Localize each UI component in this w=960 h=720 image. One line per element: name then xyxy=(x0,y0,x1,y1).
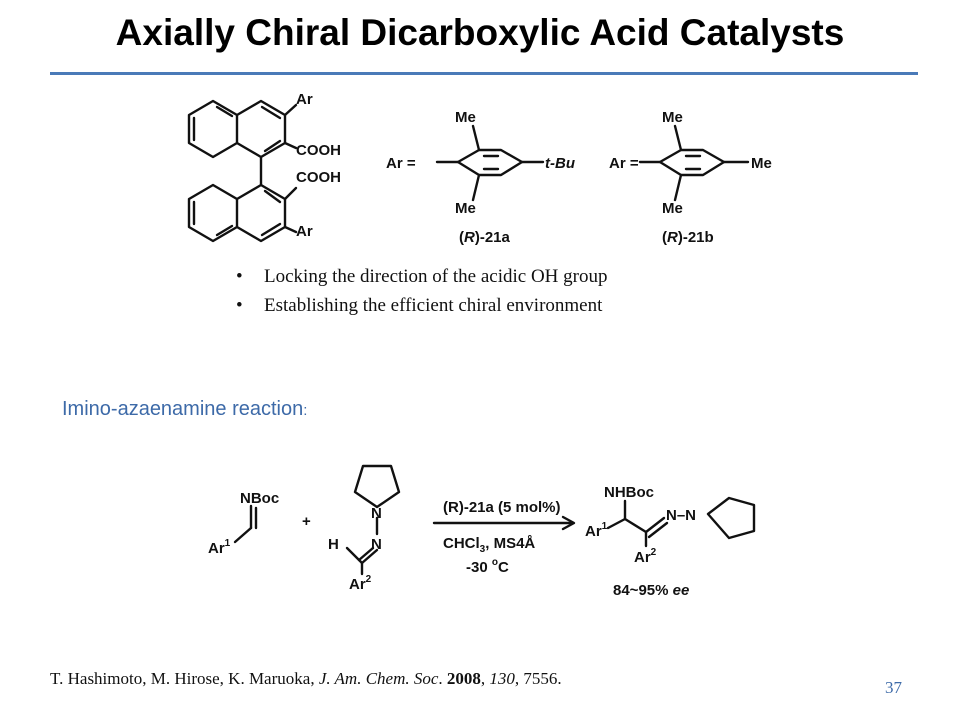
bullet-marker: • xyxy=(236,295,243,316)
product-nhboc: NHBoc xyxy=(604,484,654,501)
reaction-heading: Imino-azaenamine reaction: xyxy=(62,398,308,420)
page-number: 37 xyxy=(885,678,902,697)
citation: T. Hashimoto, M. Hirose, K. Maruoka, J. … xyxy=(50,669,562,688)
slide-title: Axially Chiral Dicarboxylic Acid Catalys… xyxy=(115,12,845,53)
catalyst-b-me-top: Me xyxy=(662,109,683,126)
title-divider xyxy=(50,72,918,75)
plus-sign: + xyxy=(302,513,311,530)
catalyst-b-ar-eq: Ar = xyxy=(609,155,639,172)
bullet-marker: • xyxy=(236,266,243,287)
catalyst-a-tbu: t-Bu xyxy=(545,155,575,172)
hydrazone-ar2: Ar2 xyxy=(349,574,372,593)
catalyst-b-me-para: Me xyxy=(751,155,772,172)
catalyst-a-ar-eq: Ar = xyxy=(386,155,416,172)
ar-top-label: Ar xyxy=(296,91,313,108)
condition-solvent: CHCl3, MS4Å xyxy=(443,535,535,555)
catalyst-a-me-bottom: Me xyxy=(455,200,476,217)
enantiomeric-excess: 84~95% ee xyxy=(613,582,689,599)
condition-temperature: -30 oC xyxy=(466,557,509,576)
imine-ar1: Ar1 xyxy=(208,538,231,557)
catalyst-b-label: (R)-21b xyxy=(662,229,714,246)
bullet-text: Locking the direction of the acidic OH g… xyxy=(264,266,608,287)
product-hydrazone-n: N–N xyxy=(666,507,696,524)
product-ar2: Ar2 xyxy=(634,547,657,566)
feature-list: • Locking the direction of the acidic OH … xyxy=(232,262,607,320)
feature-bullet: • Locking the direction of the acidic OH … xyxy=(232,262,607,291)
cooh-top-label: COOH xyxy=(296,142,341,159)
product-ar1: Ar1 xyxy=(585,521,608,540)
ar-bottom-label: Ar xyxy=(296,223,313,240)
hydrazone-h: H xyxy=(328,536,339,553)
feature-bullet: • Establishing the efficient chiral envir… xyxy=(232,291,607,320)
catalyst-b-me-bottom: Me xyxy=(662,200,683,217)
cooh-bottom-label: COOH xyxy=(296,169,341,186)
imine-nboc: NBoc xyxy=(240,490,279,507)
catalyst-a-label: (R)-21a xyxy=(459,229,511,246)
hydrazone-n2: N xyxy=(371,536,382,553)
condition-catalyst: (R)-21a (5 mol%) xyxy=(443,499,561,516)
hydrazone-n1: N xyxy=(371,505,382,522)
bullet-text: Establishing the efficient chiral enviro… xyxy=(264,295,603,316)
catalyst-a-me-top: Me xyxy=(455,109,476,126)
